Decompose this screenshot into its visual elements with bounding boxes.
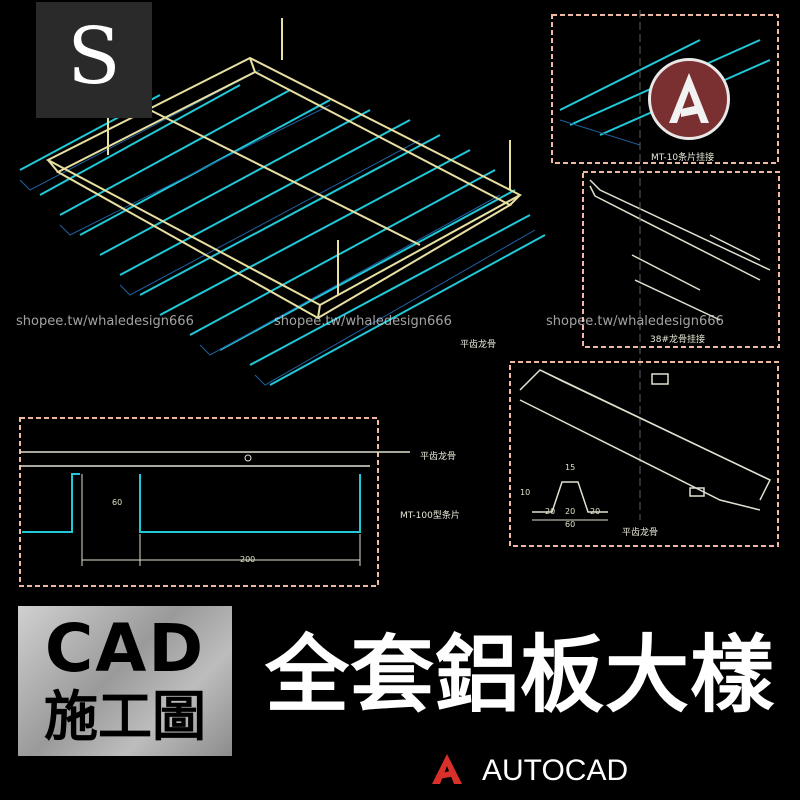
label-section-top: 平齿龙骨 <box>420 452 457 462</box>
autodesk-a-glyph <box>669 73 709 123</box>
cad-subtitle: 施工圖 <box>44 685 206 748</box>
label-section-panel: MT-100型条片 <box>400 511 460 521</box>
dim-height: 60 <box>112 498 123 507</box>
dim-width: 200 <box>240 555 256 564</box>
watermark-3: shopee.tw/whaledesign666 <box>546 314 724 329</box>
autodesk-a-icon <box>648 58 730 140</box>
watermark-2: shopee.tw/whaledesign666 <box>274 314 452 329</box>
dim-seg-b: 20 <box>565 507 576 516</box>
isometric-ceiling-grid <box>19 18 546 386</box>
cad-text: CAD <box>44 610 206 687</box>
autocad-logo-icon <box>432 754 462 784</box>
cad-drawing <box>19 10 780 587</box>
dim-seg-c: 20 <box>590 507 601 516</box>
label-profile: 平齿龙骨 <box>622 528 659 538</box>
label-iso-main: 平齿龙骨 <box>460 340 497 350</box>
dim-seg-a: 20 <box>545 507 556 516</box>
cad-badge <box>18 606 232 756</box>
label-detail-top: MT-10条片挂接 <box>651 153 715 163</box>
page-title: 全套鋁板大樣 <box>264 626 775 724</box>
section-box <box>19 417 410 587</box>
brand-name: AUTOCAD <box>482 754 629 787</box>
dim-top: 15 <box>565 463 576 472</box>
profile-box <box>509 361 779 547</box>
s-badge: S <box>36 2 152 118</box>
watermark-1: shopee.tw/whaledesign666 <box>16 314 194 329</box>
label-detail-mid: 38#龙骨挂接 <box>650 335 705 345</box>
dim-left-h: 10 <box>520 488 531 497</box>
detail-box-mid <box>582 171 780 348</box>
dim-base: 60 <box>565 520 576 529</box>
